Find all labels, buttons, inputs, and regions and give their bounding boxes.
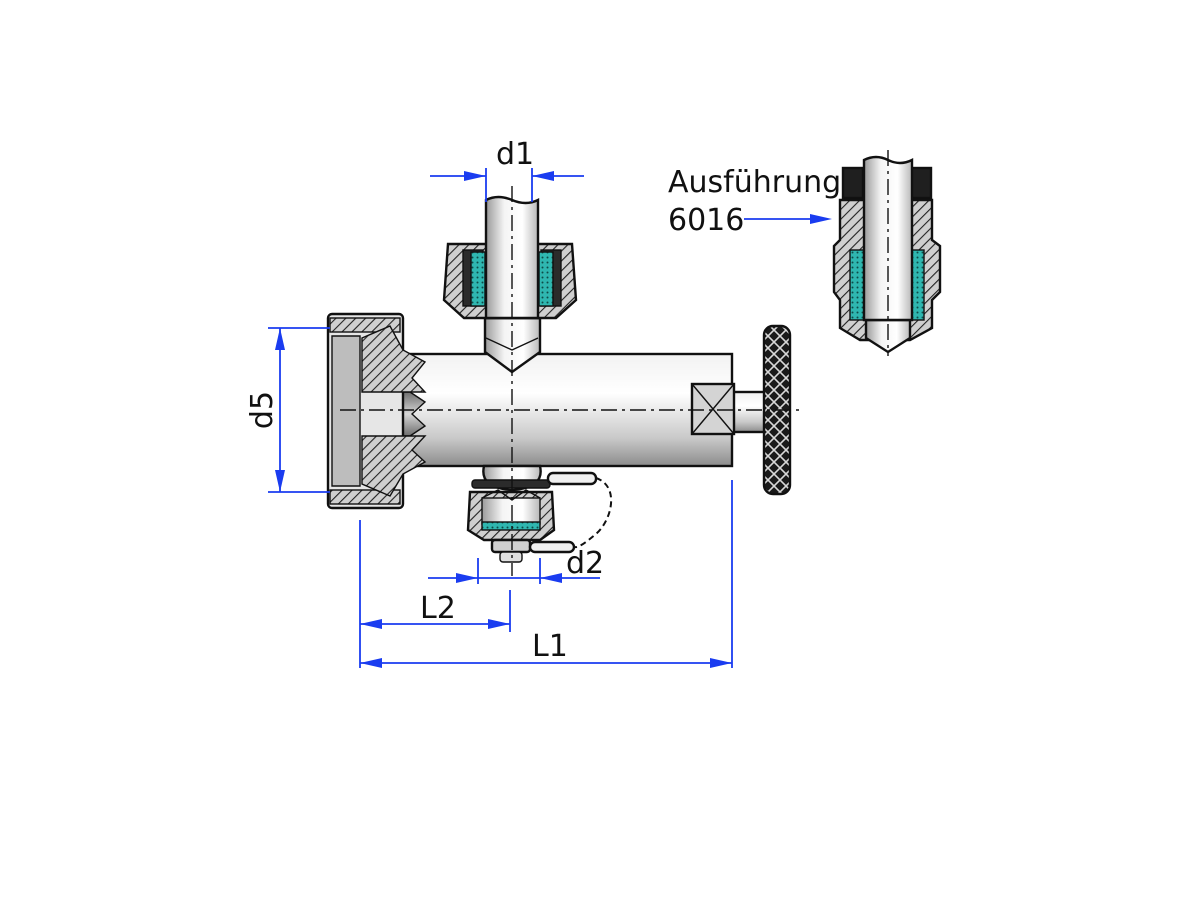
dimension-L1: L1 [360, 480, 733, 668]
variant-note-line2: 6016 [668, 203, 744, 238]
variant-6016-detail [832, 150, 942, 356]
d5-label: d5 [245, 391, 280, 429]
dimension-L2: L2 [359, 520, 511, 668]
top-gland-fitting [442, 195, 578, 374]
d1-label: d1 [496, 137, 534, 172]
d2-label: d2 [566, 546, 604, 581]
variant-note-line1: Ausführung [668, 165, 841, 200]
dimension-d5: d5 [245, 327, 330, 493]
dimension-d1: d1 [430, 137, 584, 202]
L2-label: L2 [420, 591, 456, 626]
handwheel-assembly [690, 324, 792, 496]
union-nut [326, 312, 427, 510]
dimension-d2: d2 [428, 546, 604, 584]
bottom-test-connection [466, 464, 612, 563]
variant-callout: Ausführung 6016 [668, 165, 841, 238]
L1-label: L1 [532, 629, 568, 664]
